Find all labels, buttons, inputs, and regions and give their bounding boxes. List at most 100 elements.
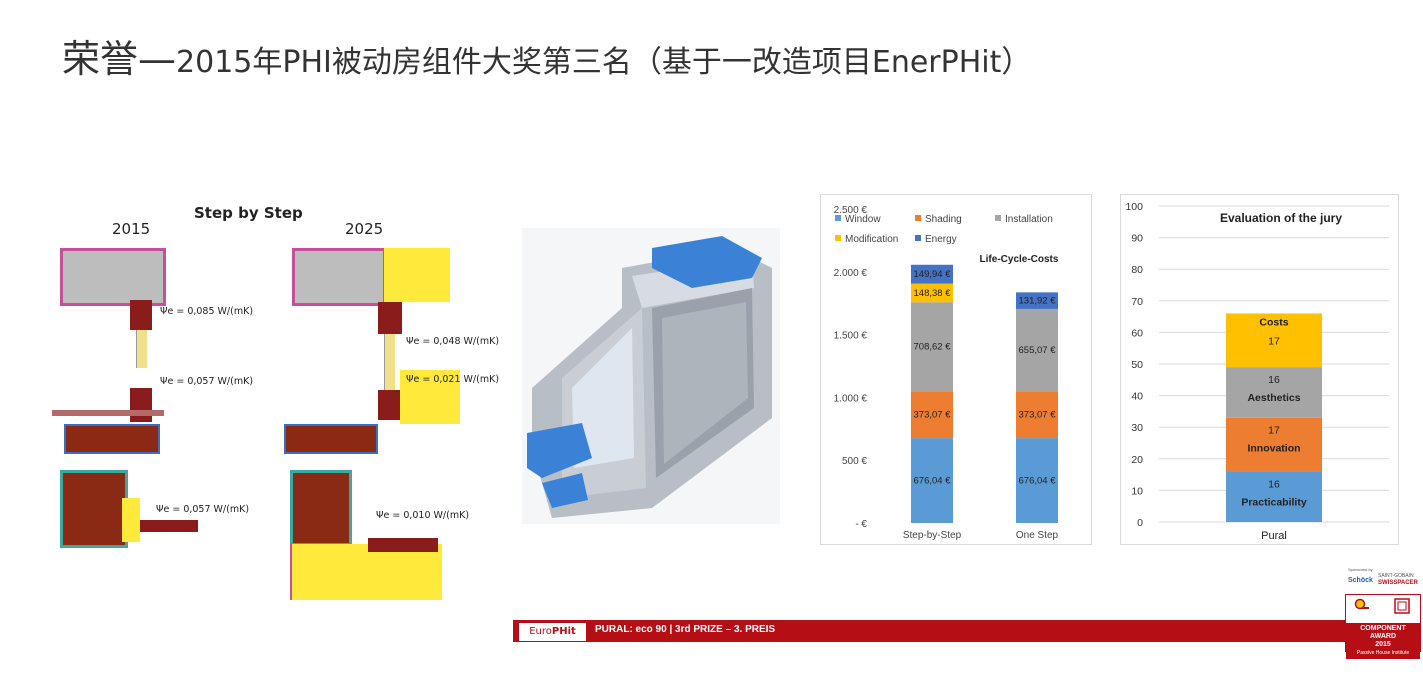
lcc-x-tick-label: Step-by-Step	[903, 530, 962, 541]
detail-2025-frame-bottom	[378, 390, 402, 420]
lcc-data-label: 655,07 €	[1019, 345, 1057, 356]
window-profile-image	[522, 228, 780, 524]
lcc-legend-swatch	[915, 215, 921, 221]
jury-segment-name: Innovation	[1247, 443, 1300, 455]
lcc-bar-segment	[911, 283, 953, 303]
psi-2015-c: Ψe = 0,057 W/(mK)	[156, 504, 250, 515]
psi-2015-a: Ψe = 0,085 W/(mK)	[160, 306, 254, 317]
saint-gobain-logo: SAINT-GOBAIN	[1378, 573, 1414, 579]
psi-2025-b: Ψe = 0,021 W/(mK)	[406, 374, 500, 385]
psi-2025-c: Ψe = 0,010 W/(mK)	[376, 510, 470, 521]
psi-2025-a: Ψe = 0,048 W/(mK)	[406, 336, 500, 347]
lcc-y-tick-label: 1.000 €	[834, 393, 868, 404]
lcc-bar-segment	[1016, 308, 1058, 392]
detail-2015-sill	[52, 410, 164, 416]
jury-segment-value: 16	[1268, 374, 1280, 386]
detail-2025-sill-ins	[400, 370, 460, 424]
lcc-bar-segment	[1016, 292, 1058, 309]
detail-2025-wall	[284, 424, 378, 454]
award-label: COMPONENT AWARD 2015 Passive House Insti…	[1346, 623, 1420, 659]
lcc-data-label: 373,07 €	[1019, 410, 1057, 421]
detail-2015-frame-top	[130, 300, 152, 330]
detail-2015-corner	[60, 470, 128, 548]
award-key-icon	[1354, 598, 1369, 610]
footer-bar: EuroPHit PURAL: eco 90 | 3rd PRIZE – 3. …	[513, 620, 1419, 642]
page-title: 荣誉—2015年PHI被动房组件大奖第三名（基于一改造项目EnerPHit）	[62, 28, 1031, 83]
lcc-y-tick-label: 2.000 €	[834, 268, 868, 279]
lcc-legend-swatch	[915, 235, 921, 241]
award-window-icon	[1394, 598, 1410, 614]
lcc-legend-swatch	[835, 235, 841, 241]
lcc-x-tick-label: One Step	[1016, 530, 1059, 541]
lcc-bar-segment	[911, 391, 953, 439]
jury-segment-name: Aesthetics	[1247, 392, 1300, 404]
lcc-legend-label: Shading	[925, 214, 962, 225]
jury-y-tick-label: 60	[1131, 327, 1143, 339]
detail-2025-corner-ins	[290, 544, 442, 600]
lcc-chart-svg: - € 500 € 1.000 € 1.500 € 2.000 € 2.500 €Wind…	[834, 205, 1059, 541]
lcc-data-label: 373,07 €	[914, 410, 952, 421]
lcc-y-tick-label: - €	[855, 519, 867, 530]
lcc-bar-segment	[911, 264, 953, 284]
title-prefix: 荣誉—	[62, 37, 177, 81]
jury-y-tick-label: 30	[1131, 422, 1143, 434]
step-by-step-details: Step by Step 2015 2025 Ψe = 0,085 W/(mK)…	[48, 198, 518, 610]
jury-bar-segment	[1226, 471, 1322, 522]
detail-2025-corner-frame	[368, 538, 438, 552]
lcc-bar-segment	[1016, 438, 1058, 523]
lcc-chart: - € 500 € 1.000 € 1.500 € 2.000 € 2.500 €Wind…	[820, 194, 1092, 545]
title-main: 2015年PHI被动房组件大奖第三名（基于一改造项目EnerPHit）	[176, 45, 1032, 80]
lcc-y-tick-label: 1.500 €	[834, 331, 868, 342]
sponsor-logos: Sponsored by Schöck SAINT-GOBAIN SWISSPA…	[1346, 565, 1420, 591]
jury-segment-name: Practicability	[1241, 496, 1307, 508]
component-award-badge: COMPONENT AWARD 2015 Passive House Insti…	[1345, 594, 1421, 659]
lcc-data-label: 676,04 €	[1019, 476, 1057, 487]
jury-bar-segment	[1226, 417, 1322, 472]
lcc-data-label: 676,04 €	[914, 476, 952, 487]
jury-y-tick-label: 40	[1131, 391, 1143, 403]
lcc-legend-label: Energy	[925, 234, 957, 245]
footer-text: PURAL: eco 90 | 3rd PRIZE – 3. PREIS	[595, 624, 776, 635]
detail-2015-corner-ins	[122, 498, 140, 542]
detail-2025-glass	[384, 334, 395, 390]
year-left: 2015	[112, 220, 151, 238]
jury-chart-title: Evaluation of the jury	[1220, 211, 1342, 225]
lcc-data-label: 131,92 €	[1019, 296, 1057, 307]
lcc-legend-swatch	[835, 215, 841, 221]
jury-bar-segment	[1226, 367, 1322, 418]
jury-y-tick-label: 80	[1131, 264, 1143, 276]
detail-2015-wall	[64, 424, 160, 454]
lcc-y-tick-label: 2.500 €	[834, 205, 868, 216]
detail-2025-top-ins	[384, 248, 450, 302]
jury-y-tick-label: 100	[1125, 201, 1143, 213]
psi-2015-b: Ψe = 0,057 W/(mK)	[160, 376, 254, 387]
detail-2025-top	[292, 248, 386, 306]
lcc-bar-segment	[1016, 391, 1058, 439]
lcc-y-tick-label: 500 €	[842, 456, 867, 467]
jury-y-tick-label: 90	[1131, 233, 1143, 245]
jury-bar-segment	[1226, 313, 1322, 368]
lcc-bar-segment	[911, 302, 953, 392]
jury-x-tick-label: Pural	[1261, 530, 1287, 542]
lcc-legend-label: Installation	[1005, 214, 1053, 225]
swisspacer-logo: SWISSPACER	[1378, 580, 1418, 586]
detail-2025-corner	[290, 470, 352, 546]
jury-segment-name: Costs	[1259, 316, 1288, 328]
sponsor-label: Sponsored by	[1348, 567, 1373, 572]
detail-2015-corner-frame	[140, 520, 198, 532]
europhit-logo: EuroPHit	[519, 623, 586, 641]
jury-segment-value: 17	[1268, 425, 1280, 437]
lcc-data-label: 149,94 €	[914, 269, 952, 280]
schoeck-logo: Schöck	[1348, 577, 1373, 584]
lcc-data-label: 148,38 €	[914, 288, 952, 299]
detail-2015-top	[60, 248, 166, 306]
lcc-legend-label: Window	[845, 214, 881, 225]
jury-y-tick-label: 20	[1131, 454, 1143, 466]
jury-y-tick-label: 50	[1131, 359, 1143, 371]
details-heading: Step by Step	[194, 204, 303, 222]
jury-y-tick-label: 0	[1137, 517, 1143, 529]
jury-y-tick-label: 70	[1131, 296, 1143, 308]
lcc-chart-title: Life-Cycle-Costs	[980, 254, 1059, 265]
detail-2015-glass	[136, 330, 147, 368]
